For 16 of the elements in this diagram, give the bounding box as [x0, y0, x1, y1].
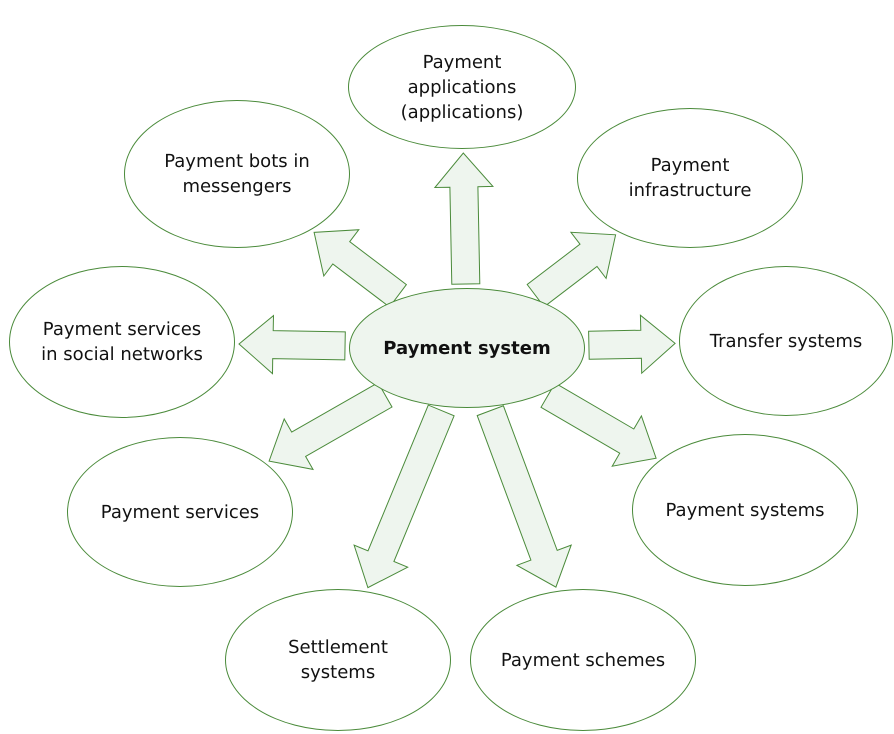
node-label: Payment applications (applications)	[400, 50, 524, 124]
node-label: Payment schemes	[500, 648, 666, 672]
block-arrow	[476, 405, 572, 588]
block-arrow	[588, 314, 676, 374]
node-label: Payment bots in messengers	[163, 150, 311, 199]
node-label: Payment services	[100, 500, 260, 524]
node-label: Payment systems	[666, 498, 824, 522]
node-label: Settlement systems	[287, 636, 389, 685]
node-label: Payment system	[383, 336, 551, 360]
node-label: Payment services in social networks	[40, 318, 204, 367]
block-arrow	[268, 382, 393, 470]
node-label: Transfer systems	[710, 330, 862, 354]
block-arrow	[238, 314, 346, 375]
block-arrow	[434, 152, 494, 285]
block-arrow	[353, 404, 455, 588]
node-label: Payment infrastructure	[628, 154, 752, 203]
